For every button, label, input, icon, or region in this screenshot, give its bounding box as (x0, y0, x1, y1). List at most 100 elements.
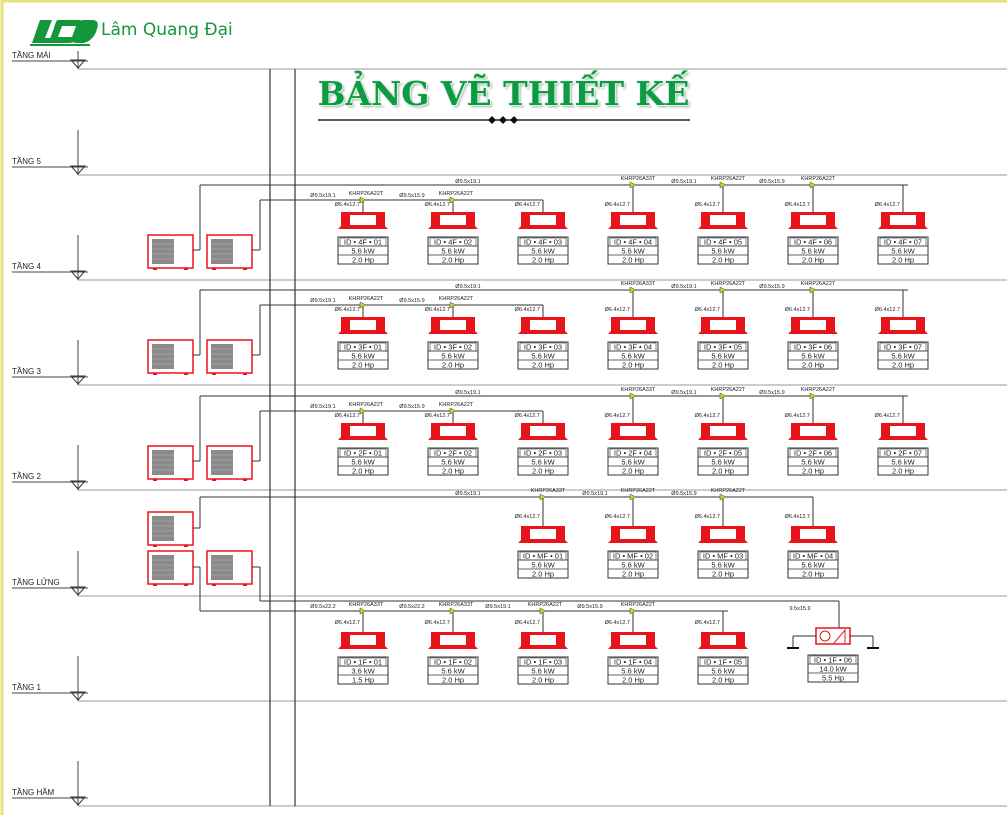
branch-label: Ø6.4x12.7 (605, 620, 630, 626)
logo-shape-d (74, 20, 98, 43)
indoor-face (350, 320, 376, 330)
refnet-joint-icon (719, 392, 727, 400)
indoor-unit-icon (698, 212, 748, 229)
indoor-unit-icon (788, 423, 838, 440)
outdoor-grille (211, 555, 233, 580)
refnet-joint-icon (539, 493, 547, 501)
outdoor-grille (211, 450, 233, 475)
brand-name: Lâm Quang Đại (101, 20, 233, 40)
pipe-label: KHRP26A22T (439, 191, 474, 197)
unit-capacity: 5.6 kW (441, 352, 465, 361)
unit-capacity: 5.6 kW (441, 667, 465, 676)
indoor-face (710, 215, 736, 225)
outdoor-foot (153, 373, 157, 375)
ahu-coil (833, 628, 846, 644)
label-frame (697, 550, 749, 579)
indoor-face (620, 320, 646, 330)
branch-label: Ø6.4x12.7 (515, 202, 540, 208)
outdoor-unit-icon (147, 511, 194, 547)
label-frame (607, 236, 659, 265)
indoor-face (800, 426, 826, 436)
refnet-joint-icon (809, 286, 817, 294)
label-frame (337, 656, 389, 685)
refnet-joint-icon (719, 493, 727, 501)
level-marker-icon (69, 59, 87, 69)
outdoor-foot (153, 584, 157, 586)
pipe-label: KHRP26A33T (531, 488, 566, 494)
unit-capacity: 14.0 kW (819, 665, 847, 674)
pipe-label: Ø9.5x19.1 (485, 604, 510, 610)
air-handling-unit-icon (815, 627, 851, 645)
unit-label-box (807, 654, 859, 683)
indoor-face (890, 426, 916, 436)
label-frame (517, 236, 569, 265)
indoor-face (710, 529, 736, 539)
level-label: TẦNG LỬNG (12, 577, 60, 587)
pipe-label: Ø9.5x15.9 (671, 491, 696, 497)
unit-id: ID • 2F • 03 (524, 449, 562, 458)
unit-id: ID • MF • 01 (523, 552, 563, 561)
unit-id: ID • 2F • 07 (884, 449, 922, 458)
label-frame (427, 656, 479, 685)
pipe-label: KHRP26A22T (439, 296, 474, 302)
level-label: TẦNG 5 (12, 156, 41, 166)
outdoor-foot (212, 584, 216, 586)
label-frame (877, 341, 929, 370)
outdoor-foot (184, 545, 188, 547)
unit-horsepower: 2.0 Hp (442, 676, 464, 685)
indoor-unit-icon (518, 526, 568, 543)
outdoor-foot (243, 373, 247, 375)
label-frame (877, 447, 929, 476)
outdoor-unit-icon (147, 445, 194, 481)
unit-id: ID • 3F • 03 (524, 343, 562, 352)
pipe-label: KHRP26A22T (349, 191, 384, 197)
unit-label-box (787, 236, 839, 265)
branch-label: Ø6.4x12.7 (515, 413, 540, 419)
refnet-joint-icon (449, 407, 457, 415)
indoor-face (800, 529, 826, 539)
indoor-unit-icon (788, 212, 838, 229)
unit-capacity: 5.6 kW (801, 561, 825, 570)
indoor-face (620, 215, 646, 225)
unit-id: ID • MF • 02 (613, 552, 653, 561)
indoor-unit-icon (338, 632, 388, 649)
pipe-label: Ø9.5x22.2 (310, 604, 335, 610)
level-label: TẦNG 4 (12, 261, 41, 271)
indoor-unit-icon (428, 212, 478, 229)
unit-label-box (517, 656, 569, 685)
unit-label-box (337, 447, 389, 476)
branch-label: Ø6.4x12.7 (695, 202, 720, 208)
unit-horsepower: 2.0 Hp (802, 361, 824, 370)
pipe-label: KHRP26A22T (349, 402, 384, 408)
outdoor-grille (152, 555, 174, 580)
outdoor-grille (211, 344, 233, 369)
indoor-unit-icon (698, 317, 748, 334)
unit-label-box (427, 447, 479, 476)
pipe-label: Ø9.5x19.1 (671, 390, 696, 396)
pipe-label: Ø9.5x19.1 (310, 298, 335, 304)
branch-label: Ø6.4x12.7 (695, 514, 720, 520)
unit-capacity: 5.6 kW (531, 352, 555, 361)
unit-id: ID • 1F • 05 (704, 658, 742, 667)
unit-label-box (517, 341, 569, 370)
unit-id: ID • 2F • 04 (614, 449, 652, 458)
unit-capacity: 5.6 kW (711, 247, 735, 256)
pipe-label: KHRP26A22T (711, 488, 746, 494)
unit-horsepower: 2.0 Hp (712, 467, 734, 476)
branch-label: Ø6.4x12.7 (335, 202, 360, 208)
branch-label: Ø6.4x12.7 (695, 307, 720, 313)
indoor-unit-icon (878, 317, 928, 334)
indoor-unit-icon (698, 526, 748, 543)
outdoor-foot (184, 584, 188, 586)
level-label: TẦNG MÁI (12, 50, 51, 60)
unit-horsepower: 2.0 Hp (352, 256, 374, 265)
indoor-unit-icon (608, 632, 658, 649)
pipe-label: Ø9.5x15.9 (759, 179, 784, 185)
branch-label: Ø6.4x12.7 (785, 307, 810, 313)
indoor-face (350, 635, 376, 645)
branch-label: Ø6.4x12.7 (875, 307, 900, 313)
pipe-label: KHRP26A33T (439, 602, 474, 608)
refnet-joint-icon (809, 181, 817, 189)
unit-id: ID • 4F • 03 (524, 238, 562, 247)
